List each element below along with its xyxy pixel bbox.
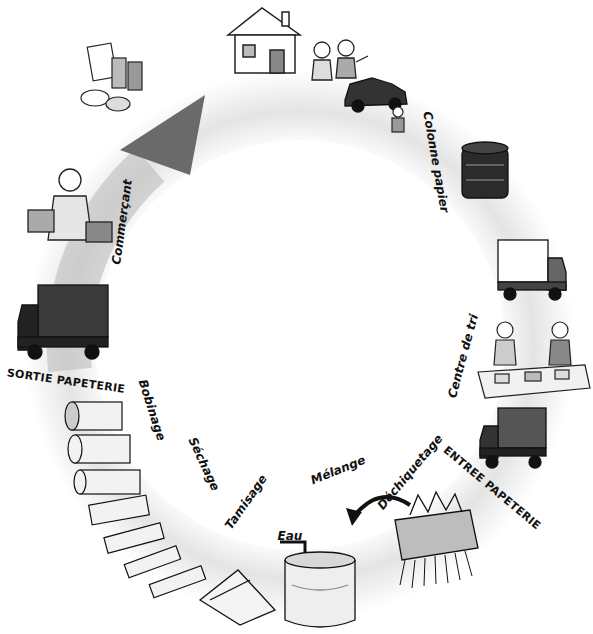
- step-label: Mélange: [309, 453, 368, 488]
- arrow-head: [346, 508, 362, 526]
- paper-rolls: [65, 402, 206, 598]
- mixing-vat: [280, 542, 355, 627]
- shredder: [395, 492, 478, 588]
- merchant: [28, 169, 112, 242]
- children: [312, 40, 368, 80]
- truck: [498, 240, 566, 300]
- truck: [18, 285, 108, 359]
- screen: [200, 570, 275, 625]
- truck: [480, 408, 546, 468]
- arrow-head: [120, 95, 205, 175]
- house: [228, 8, 300, 73]
- step-label: Tamisage: [222, 472, 270, 532]
- step-label: Séchage: [186, 435, 223, 493]
- paper-bin: [462, 142, 508, 198]
- step-label: Eau: [278, 529, 303, 543]
- sorting-centre: [478, 322, 590, 398]
- person: [392, 107, 404, 132]
- cycle-ring: [60, 105, 540, 585]
- paper-products: [81, 43, 142, 111]
- step-label: Bobinage: [136, 378, 169, 443]
- step-label: Centre de tri: [445, 313, 481, 400]
